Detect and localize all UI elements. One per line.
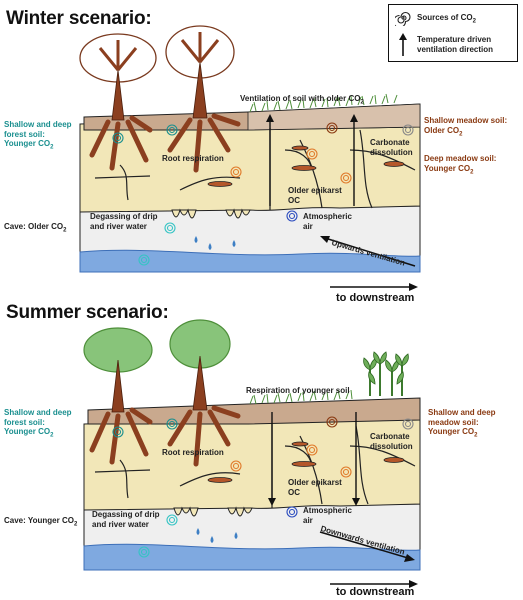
- summer-epikarst-label: Older epikarst OC: [288, 478, 342, 497]
- summer-tree-left: [83, 327, 153, 465]
- summer-downstream-label: to downstream: [336, 586, 415, 598]
- winter-cave-label: Cave: Older CO2: [4, 222, 67, 234]
- winter-forest-label: Shallow and deep forest soil:Younger CO2: [4, 120, 72, 151]
- winter-ventilation-label: Ventilation of soil with older CO2: [240, 94, 364, 106]
- summer-stalactites: [173, 506, 253, 517]
- summer-meadow-label: Shallow and deep meadow soil:Younger CO2: [428, 408, 496, 439]
- winter-oc-pockets: [207, 145, 405, 187]
- winter-co2-sources: [112, 122, 414, 266]
- winter-meadow-shallow-label: Shallow meadow soil:Older CO2: [424, 116, 508, 138]
- summer-diagram: [83, 319, 421, 588]
- summer-soil: [87, 397, 421, 425]
- summer-river: [83, 543, 421, 571]
- summer-tree-right: [167, 319, 241, 467]
- summer-atmospheric-label: Atmospheric air: [303, 506, 352, 525]
- summer-respiration-label: Respiration of younger soil: [246, 386, 350, 395]
- winter-title: Winter scenario:: [6, 8, 152, 29]
- summer-down-arrows: [271, 412, 357, 500]
- legend-arrow-label: Temperature driven ventilation direction: [417, 35, 494, 54]
- winter-tree-left: [79, 33, 157, 171]
- winter-degassing-label: Degassing of drip and river water: [90, 212, 158, 231]
- summer-degassing-label: Degassing of drip and river water: [92, 510, 160, 529]
- winter-grass: [249, 93, 398, 113]
- summer-co2-sources: [112, 416, 414, 558]
- summer-oc-pockets: [207, 441, 405, 483]
- summer-drips: [196, 528, 238, 543]
- winter-stalactites: [171, 208, 251, 219]
- winter-root-respiration-label: Root respiration: [162, 154, 224, 163]
- summer-carbonate-label: Carbonate dissolution: [370, 432, 413, 451]
- summer-meadow-plants: [363, 351, 409, 396]
- summer-cave-label: Cave: Younger CO2: [4, 516, 78, 528]
- source-spiral-icon: [395, 11, 411, 26]
- summer-title: Summer scenario:: [6, 302, 169, 323]
- summer-forest-label: Shallow and deep forest soil:Younger CO2: [4, 408, 72, 439]
- winter-river: [79, 249, 421, 273]
- winter-diagram: [79, 25, 421, 291]
- summer-root-respiration-label: Root respiration: [162, 448, 224, 457]
- legend-box: Sources of CO2 Temperature driven ventil…: [388, 4, 518, 62]
- legend-sources-label: Sources of CO2: [417, 13, 476, 25]
- winter-carbonate-label: Carbonate dissolution: [370, 138, 413, 157]
- summer-grass: [249, 389, 353, 405]
- winter-epikarst-label: Older epikarst OC: [288, 186, 342, 205]
- winter-up-arrows: [269, 120, 355, 206]
- winter-atmospheric-label: Atmospheric air: [303, 212, 352, 231]
- winter-downstream-label: to downstream: [336, 292, 415, 304]
- winter-tree-right: [165, 25, 241, 173]
- winter-meadow-deep-label: Deep meadow soil:Younger CO2: [424, 154, 497, 176]
- up-arrow-icon: [399, 33, 407, 56]
- winter-drips: [194, 236, 236, 250]
